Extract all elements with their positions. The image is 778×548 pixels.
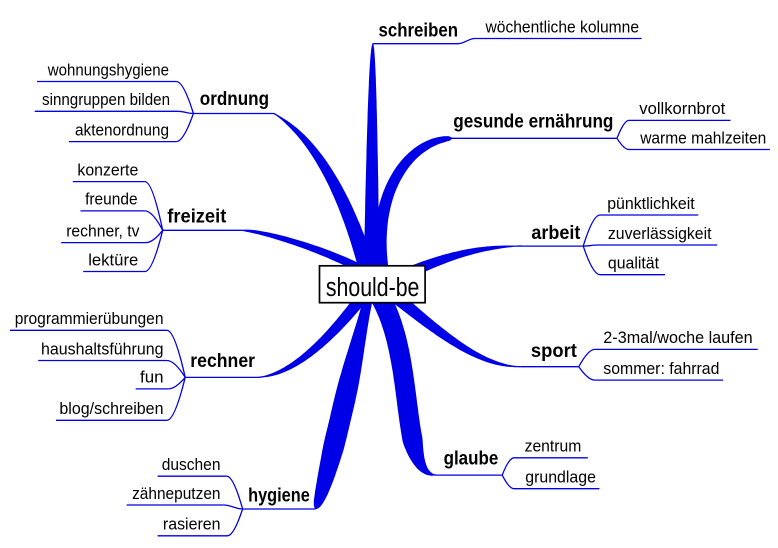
svg-text:ordnung: ordnung xyxy=(200,89,269,110)
svg-text:rechner, tv: rechner, tv xyxy=(66,221,140,240)
svg-text:aktenordnung: aktenordnung xyxy=(75,120,169,139)
svg-text:rechner: rechner xyxy=(190,351,255,372)
svg-text:programmierübungen: programmierübungen xyxy=(15,309,164,328)
svg-text:arbeit: arbeit xyxy=(531,223,581,244)
svg-text:duschen: duschen xyxy=(162,455,221,474)
svg-text:wöchentliche kolumne: wöchentliche kolumne xyxy=(485,17,639,36)
svg-text:hygiene: hygiene xyxy=(248,486,310,507)
svg-text:sport: sport xyxy=(531,341,578,362)
svg-text:sinngruppen bilden: sinngruppen bilden xyxy=(42,90,170,109)
svg-text:zentrum: zentrum xyxy=(525,437,582,456)
svg-text:glaube: glaube xyxy=(444,449,499,470)
svg-text:zähneputzen: zähneputzen xyxy=(132,484,220,503)
svg-text:grundlage: grundlage xyxy=(525,468,596,487)
svg-text:pünktlichkeit: pünktlichkeit xyxy=(607,194,695,213)
svg-text:gesunde ernährung: gesunde ernährung xyxy=(453,112,613,133)
svg-text:2-3mal/woche laufen: 2-3mal/woche laufen xyxy=(603,328,752,347)
svg-text:haushaltsführung: haushaltsführung xyxy=(41,339,164,358)
svg-text:konzerte: konzerte xyxy=(77,160,138,179)
svg-text:qualität: qualität xyxy=(608,254,659,273)
svg-text:fun: fun xyxy=(140,368,164,387)
svg-text:sommer: fahrrad: sommer: fahrrad xyxy=(603,359,719,378)
svg-text:schreiben: schreiben xyxy=(379,21,459,42)
svg-text:freunde: freunde xyxy=(85,190,138,209)
svg-text:freizeit: freizeit xyxy=(167,207,227,228)
svg-text:warme mahlzeiten: warme mahlzeiten xyxy=(639,128,766,147)
svg-text:should-be: should-be xyxy=(326,274,420,302)
svg-text:blog/schreiben: blog/schreiben xyxy=(59,399,163,418)
svg-text:rasieren: rasieren xyxy=(163,515,221,534)
svg-text:zuverlässigkeit: zuverlässigkeit xyxy=(608,224,712,243)
svg-text:vollkornbrot: vollkornbrot xyxy=(639,99,725,118)
svg-text:wohnungshygiene: wohnungshygiene xyxy=(47,60,169,79)
svg-text:lektüre: lektüre xyxy=(88,250,138,269)
